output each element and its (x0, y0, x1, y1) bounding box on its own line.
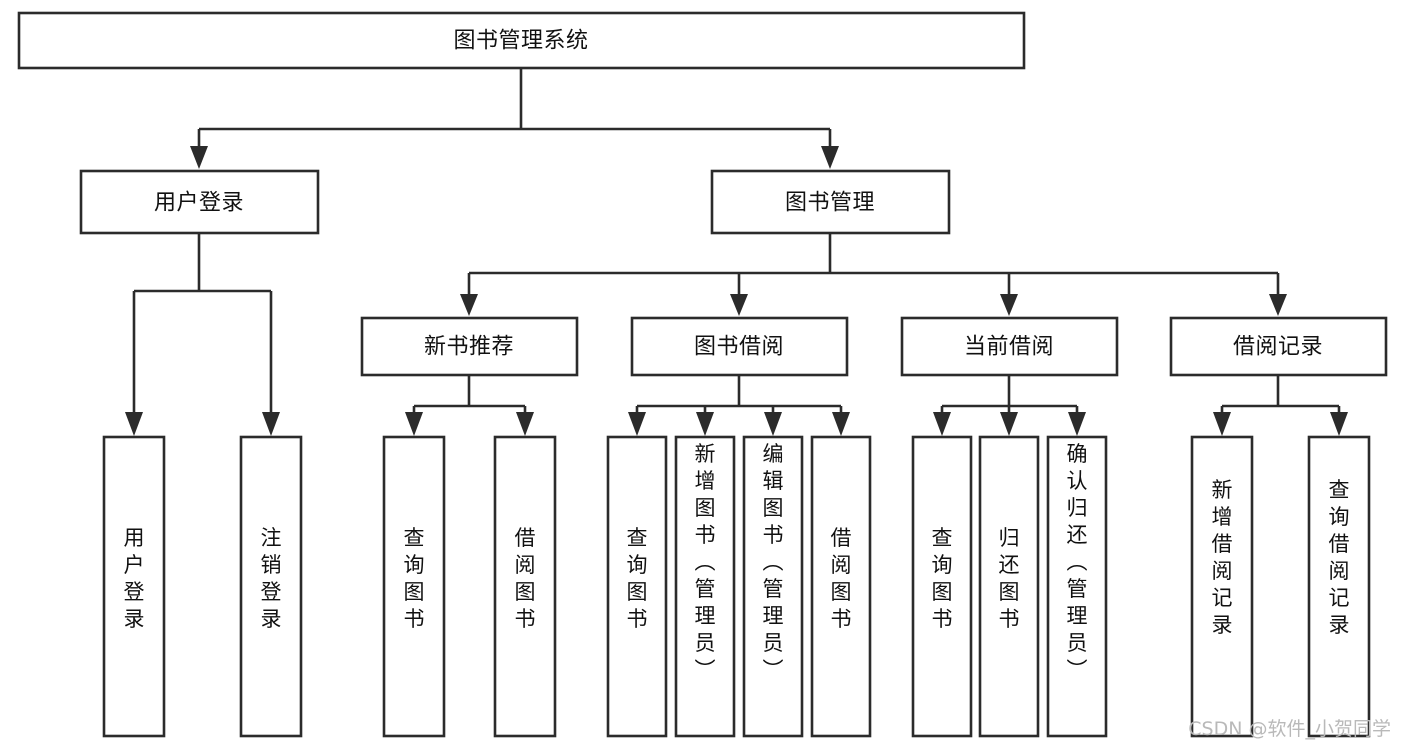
node-new-book-rec-rect[interactable] (360, 316, 579, 377)
node-leaf-11[interactable]: 确认归还︵管理员︶ (1046, 435, 1108, 738)
node-leaf-8-rect[interactable] (810, 435, 872, 738)
arrow-head-leaf-9 (933, 412, 951, 436)
arrow-head-leaf-1 (125, 412, 143, 436)
node-login[interactable]: 用户登录 (79, 169, 320, 235)
node-leaf-3-label: 查询图书 (404, 526, 425, 631)
node-leaf-4-rect[interactable] (493, 435, 557, 738)
connector-group-root (190, 68, 839, 169)
node-borrow-record[interactable]: 借阅记录 (1169, 316, 1388, 377)
node-leaf-1[interactable]: 用户登录 (102, 435, 166, 738)
node-leaf-7-rect[interactable] (742, 435, 804, 738)
arrow-head-leaf-4 (516, 412, 534, 436)
node-root[interactable]: 图书管理系统 (17, 11, 1026, 70)
connector-group-new-book-rec (405, 375, 534, 436)
node-leaf-11-rect[interactable] (1046, 435, 1108, 738)
connector-group-login (125, 233, 280, 436)
node-leaf-3[interactable]: 查询图书 (382, 435, 446, 738)
node-book-mgmt[interactable]: 图书管理 (710, 169, 951, 235)
arrow-head-book-mgmt (821, 146, 839, 169)
connector-group-borrow-record (1213, 375, 1348, 436)
node-leaf-5-label: 查询图书 (627, 526, 648, 631)
node-leaf-2-rect[interactable] (239, 435, 303, 738)
node-leaf-4-label: 借阅图书 (515, 526, 536, 631)
node-leaf-7-label: 编辑图书︵管理员︶ (763, 442, 784, 682)
node-new-book-rec-label: 新书推荐 (424, 335, 514, 360)
node-leaf-2[interactable]: 注销登录 (239, 435, 303, 738)
arrow-head-login (190, 146, 208, 169)
arrow-head-leaf-7 (764, 412, 782, 436)
arrow-head-leaf-2 (262, 412, 280, 436)
node-root-rect[interactable] (17, 11, 1026, 70)
connector-group-book-mgmt (460, 233, 1287, 316)
arrow-head-new-book-rec (460, 294, 478, 316)
arrow-head-leaf-8 (832, 412, 850, 436)
node-leaf-5[interactable]: 查询图书 (606, 435, 668, 738)
connector-group-book-borrow (628, 375, 850, 436)
node-leaf-3-rect[interactable] (382, 435, 446, 738)
arrow-head-book-borrow (730, 294, 748, 316)
node-book-mgmt-rect[interactable] (710, 169, 951, 235)
node-login-label: 用户登录 (154, 191, 244, 216)
node-leaf-6-rect[interactable] (674, 435, 736, 738)
node-leaf-9-label: 查询图书 (932, 526, 953, 631)
node-leaf-10[interactable]: 归还图书 (978, 435, 1040, 738)
node-current-borrow[interactable]: 当前借阅 (900, 316, 1119, 377)
node-book-mgmt-label: 图书管理 (785, 191, 875, 216)
arrow-head-leaf-6 (696, 412, 714, 436)
node-login-rect[interactable] (79, 169, 320, 235)
node-leaf-13-rect[interactable] (1307, 435, 1371, 738)
node-leaf-8-label: 借阅图书 (831, 526, 852, 631)
node-leaf-12[interactable]: 新增借阅记录 (1190, 435, 1254, 738)
arrow-head-leaf-12 (1213, 412, 1231, 436)
arrow-head-leaf-11 (1068, 412, 1086, 436)
connector-group-current-borrow (933, 375, 1086, 436)
node-leaf-10-rect[interactable] (978, 435, 1040, 738)
node-book-borrow[interactable]: 图书借阅 (630, 316, 849, 377)
node-borrow-record-label: 借阅记录 (1233, 335, 1323, 360)
node-leaf-12-label: 新增借阅记录 (1212, 478, 1233, 637)
node-leaf-2-label: 注销登录 (261, 526, 282, 631)
node-leaf-13-label: 查询借阅记录 (1329, 478, 1350, 637)
node-leaf-6[interactable]: 新增图书︵管理员︶ (674, 435, 736, 738)
arrow-head-borrow-record (1269, 294, 1287, 316)
node-book-borrow-rect[interactable] (630, 316, 849, 377)
node-leaf-1-label: 用户登录 (124, 526, 145, 631)
node-borrow-record-rect[interactable] (1169, 316, 1388, 377)
node-leaf-11-label: 确认归还︵管理员︶ (1067, 442, 1088, 682)
node-leaf-9[interactable]: 查询图书 (911, 435, 973, 738)
arrow-head-current-borrow (1000, 294, 1018, 316)
node-root-label: 图书管理系统 (453, 29, 588, 54)
node-current-borrow-rect[interactable] (900, 316, 1119, 377)
node-current-borrow-label: 当前借阅 (964, 335, 1054, 360)
arrow-head-leaf-3 (405, 412, 423, 436)
node-leaf-7[interactable]: 编辑图书︵管理员︶ (742, 435, 804, 738)
node-leaf-4[interactable]: 借阅图书 (493, 435, 557, 738)
arrow-head-leaf-13 (1330, 412, 1348, 436)
node-leaf-8[interactable]: 借阅图书 (810, 435, 872, 738)
node-leaf-1-rect[interactable] (102, 435, 166, 738)
node-leaf-13[interactable]: 查询借阅记录 (1307, 435, 1371, 738)
arrow-head-leaf-10 (1000, 412, 1018, 436)
node-leaf-9-rect[interactable] (911, 435, 973, 738)
node-book-borrow-label: 图书借阅 (694, 335, 784, 360)
node-new-book-rec[interactable]: 新书推荐 (360, 316, 579, 377)
arrow-head-leaf-5 (628, 412, 646, 436)
node-leaf-5-rect[interactable] (606, 435, 668, 738)
node-leaf-12-rect[interactable] (1190, 435, 1254, 738)
node-leaf-10-label: 归还图书 (999, 526, 1020, 631)
node-leaf-6-label: 新增图书︵管理员︶ (695, 442, 716, 682)
